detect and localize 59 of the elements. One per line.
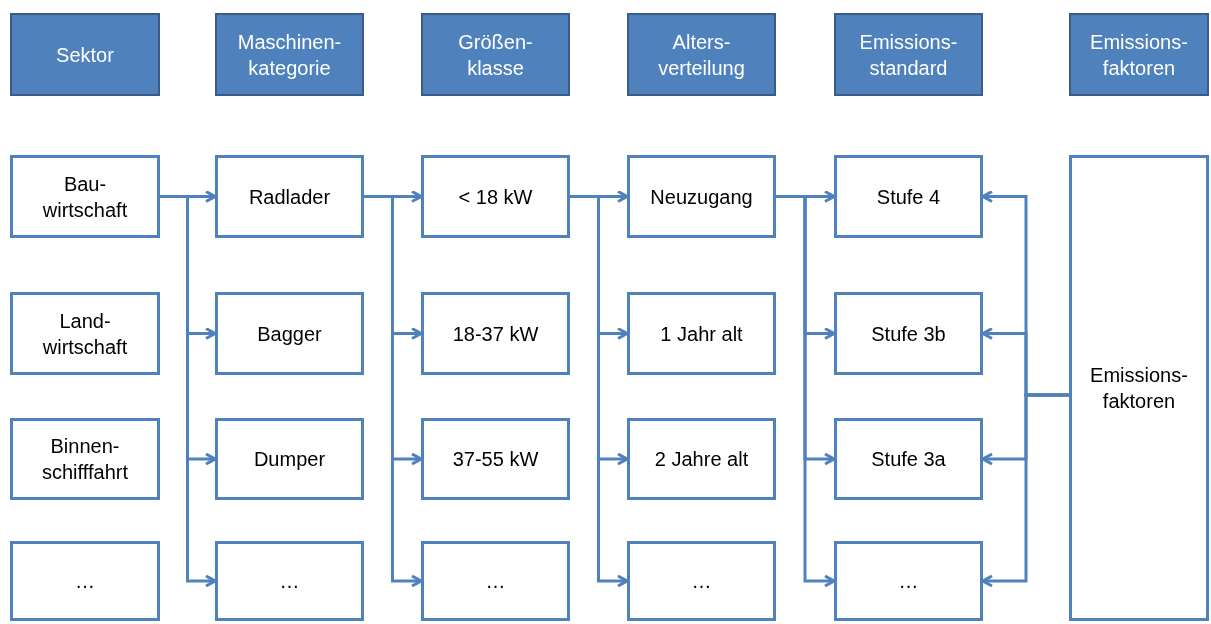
box-label: Sektor — [55, 42, 115, 68]
box-label: 37-55 kW — [451, 447, 540, 472]
process-box — [215, 541, 364, 621]
process-box — [421, 418, 570, 500]
process-box — [834, 541, 983, 621]
box-label: Stufe 3a — [870, 447, 947, 472]
box-label: Alters- verteilung — [657, 29, 746, 81]
box-label: … — [278, 569, 301, 594]
process-box — [627, 292, 776, 375]
box-label: Neuzugang — [649, 184, 754, 210]
box-label: Dumper — [252, 447, 327, 472]
connector-arrow — [981, 393, 1069, 588]
process-box — [10, 418, 160, 500]
process-box — [10, 155, 160, 238]
connector-arrow — [160, 195, 217, 588]
box-label: Binnen- schifffahrt — [41, 434, 129, 485]
header-box — [1069, 13, 1209, 96]
process-box — [421, 292, 570, 375]
box-label: Radlader — [247, 184, 332, 210]
process-box — [421, 541, 570, 621]
process-box — [10, 292, 160, 375]
box-label: Emissions- faktoren — [1089, 363, 1189, 414]
header-box — [10, 13, 160, 96]
box-label: < 18 kW — [457, 184, 534, 210]
box-label: Emissions- faktoren — [1089, 29, 1189, 81]
connector-arrow — [364, 195, 423, 588]
box-label: Stufe 4 — [875, 184, 942, 210]
box-label: 18-37 kW — [451, 321, 540, 347]
box-label: Größen- klasse — [457, 29, 534, 81]
header-box — [421, 13, 570, 96]
process-box — [215, 292, 364, 375]
header-box — [627, 13, 776, 96]
box-label: 2 Jahre alt — [653, 447, 750, 472]
process-box — [627, 155, 776, 238]
process-box — [627, 541, 776, 621]
header-box — [834, 13, 983, 96]
process-box — [1069, 155, 1209, 621]
box-label: … — [897, 569, 920, 594]
process-box — [421, 155, 570, 238]
connector-arrow — [776, 195, 836, 588]
box-label: 1 Jahr alt — [659, 321, 744, 347]
box-label: Emissions- standard — [858, 29, 959, 81]
box-label: … — [74, 569, 96, 594]
process-box — [10, 541, 160, 621]
box-label: Bagger — [256, 321, 323, 347]
process-box — [834, 292, 983, 375]
process-box — [215, 155, 364, 238]
box-label: Stufe 3b — [870, 321, 947, 347]
process-box — [627, 418, 776, 500]
box-label: Land- wirtschaft — [41, 308, 129, 360]
connector-arrow — [570, 195, 629, 588]
box-label: Bau- wirtschaft — [41, 171, 129, 223]
process-box — [834, 155, 983, 238]
process-box — [834, 418, 983, 500]
box-label: Maschinen- kategorie — [236, 29, 343, 81]
box-label: … — [690, 569, 713, 594]
process-box — [215, 418, 364, 500]
header-box — [215, 13, 364, 96]
box-label: … — [484, 569, 507, 594]
